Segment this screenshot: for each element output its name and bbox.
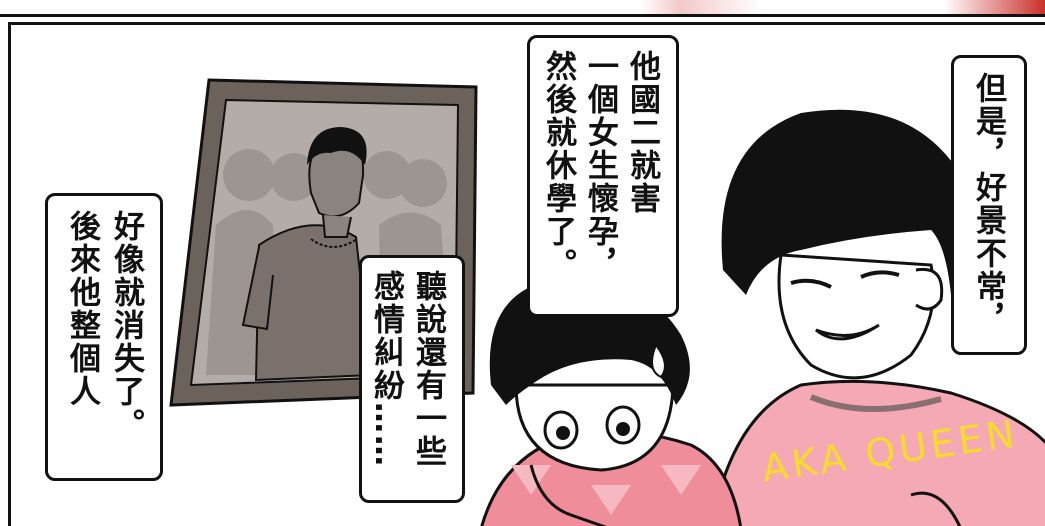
speech-bubble-center: 他國二就害 一個女生懷孕， 然後就休學了。 — [527, 35, 679, 317]
speech-bubble-left: 後來他整個人 好像就消失了。 — [45, 193, 163, 481]
previous-panel-art — [640, 0, 1045, 14]
previous-panel-strip — [0, 0, 1045, 17]
bubble-right-text-col1: 但是，好景不常， — [970, 72, 1006, 336]
speech-bubble-middle: 聽說還有一些 感情糾紛…… — [359, 255, 465, 503]
bubble-middle-text-col1: 聽說還有一些 — [410, 270, 446, 468]
bubble-center-text-col1: 他國二就害 — [624, 50, 660, 215]
bubble-center-text-col3: 然後就休學了。 — [540, 50, 576, 281]
comic-panel: 後來他整個人 好像就消失了。 聽說還有一些 感情糾紛…… 他國二就害 一個女生懷… — [8, 22, 1045, 526]
bubble-center-text-col2: 一個女生懷孕， — [582, 50, 618, 281]
character-woman — [710, 109, 1045, 526]
speech-bubble-right: 但是，好景不常， — [951, 55, 1027, 355]
bubble-left-text-col2: 好像就消失了。 — [108, 210, 144, 441]
bubble-middle-text-col2: 感情糾紛…… — [368, 270, 404, 468]
bubble-left-text-col1: 後來他整個人 — [64, 210, 100, 408]
